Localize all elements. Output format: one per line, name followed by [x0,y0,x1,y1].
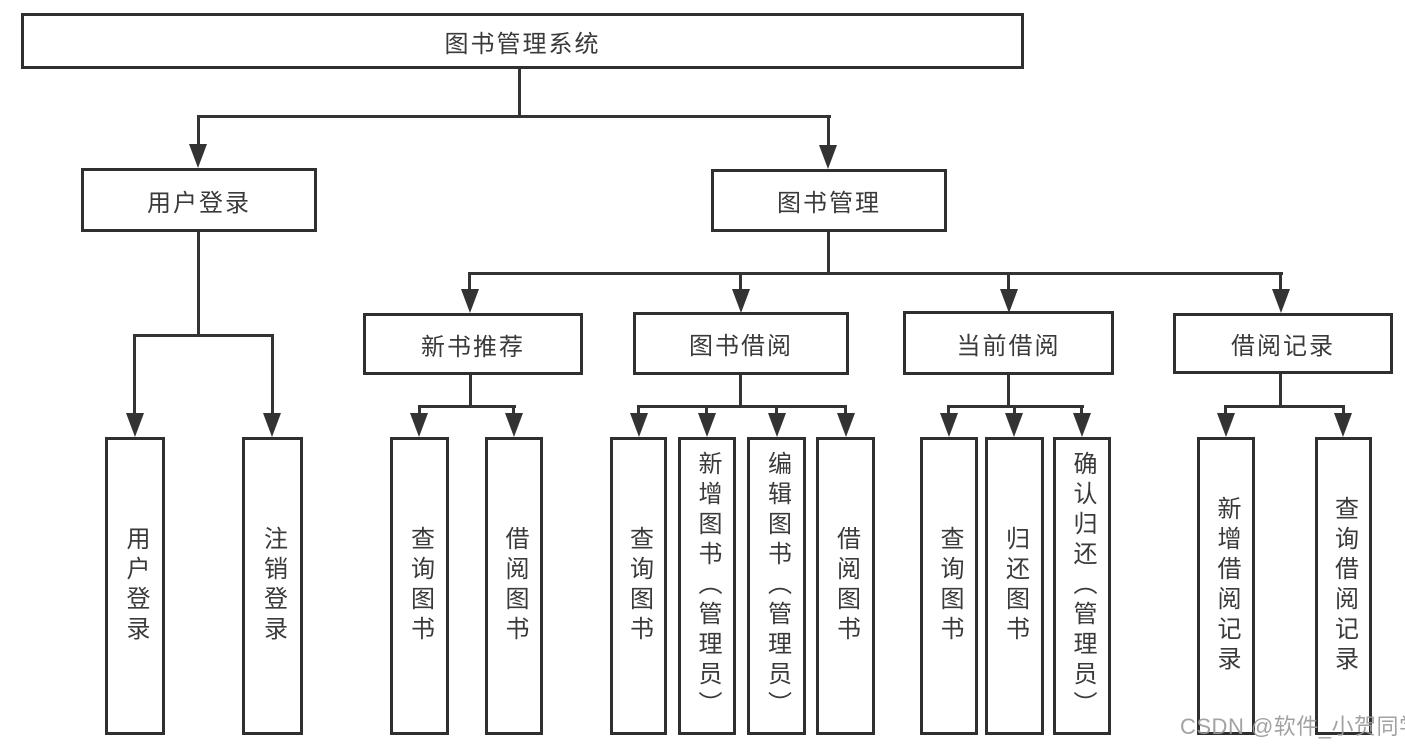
connector-line [1279,272,1282,292]
connector-line [1279,374,1282,407]
arrowhead-icon [1073,413,1091,437]
connector-line [947,405,950,416]
node-root: 图书管理系统 [21,13,1024,69]
connector-line [468,272,471,292]
csdn-watermark: CSDN @软件_小贺同学 [1180,714,1405,739]
leaf-label: 借阅图书 [501,526,528,646]
arrowhead-icon [505,413,523,437]
connector-line [469,272,1283,275]
arrowhead-icon [837,413,855,437]
connector-line [512,405,515,416]
node-book-mgmt: 图书管理 [711,169,947,232]
arrowhead-icon [410,413,428,437]
connector-line [637,405,640,416]
connector-line [844,405,847,416]
leaf-label: 查询图书 [625,526,653,646]
leaf-user-login: 用户登录 [105,437,165,735]
connector-line [197,232,200,336]
connector-line [1007,375,1010,407]
connector-line [637,405,847,408]
leaf-label: 用户登录 [122,526,149,646]
leaf-edit-books-admin: 编辑图书（管理员） [747,437,806,735]
leaf-return-books: 归还图书 [985,437,1044,735]
leaf-query-books-borrow: 查询图书 [610,437,667,735]
leaf-label: 注销登录 [259,526,287,646]
arrowhead-icon [461,289,479,313]
leaf-borrow-books: 借阅图书 [816,437,875,735]
leaf-label: 查询图书 [936,526,963,646]
leaf-label: 新增借阅记录 [1213,496,1240,676]
connector-line [271,334,274,418]
arrowhead-icon [1217,413,1235,437]
leaf-label: 借阅图书 [832,526,860,646]
arrowhead-icon [819,145,837,169]
arrowhead-icon [263,413,281,437]
node-borrow-records: 借阅记录 [1173,313,1393,374]
node-new-book-rec: 新书推荐 [363,313,583,375]
leaf-borrow-books-rec: 借阅图书 [485,437,543,735]
arrowhead-icon [1005,413,1023,437]
connector-line [1224,405,1227,416]
arrowhead-icon [630,413,648,437]
leaf-add-books-admin: 新增图书（管理员） [678,437,736,735]
connector-line [739,375,742,407]
leaf-label: 确认归还（管理员） [1069,451,1096,721]
arrowhead-icon [189,144,207,168]
arrowhead-icon [768,413,786,437]
leaf-label: 新增图书（管理员） [694,451,721,721]
leaf-query-books-current: 查询图书 [920,437,978,735]
connector-line [1342,405,1345,416]
connector-line [197,115,831,118]
leaf-label: 查询图书 [406,526,434,646]
connector-line [775,405,778,416]
connector-line [1080,405,1083,416]
connector-line [739,272,742,292]
node-user-login: 用户登录 [81,168,317,232]
leaf-label: 归还图书 [1001,526,1029,646]
connector-line [469,375,472,407]
connector-line [705,405,708,416]
arrowhead-icon [940,413,958,437]
arrowhead-icon [126,413,144,437]
leaf-query-books-rec: 查询图书 [390,437,449,735]
leaf-confirm-return-admin: 确认归还（管理员） [1053,437,1111,735]
node-book-borrow: 图书借阅 [633,312,849,375]
leaf-label: 编辑图书（管理员） [763,451,791,721]
leaf-add-borrow-record: 新增借阅记录 [1197,437,1255,735]
arrowhead-icon [732,289,750,313]
leaf-logout: 注销登录 [242,437,303,735]
arrowhead-icon [1334,413,1352,437]
arrowhead-icon [698,413,716,437]
connector-line [418,405,421,416]
connector-line [827,115,830,147]
connector-line [1007,272,1010,292]
leaf-label: 查询借阅记录 [1330,496,1358,676]
connector-line [133,334,136,418]
connector-line [133,334,274,337]
connector-line [418,405,516,408]
arrowhead-icon [1000,289,1018,313]
node-current-borrow: 当前借阅 [903,311,1114,375]
connector-line [197,115,200,147]
leaf-query-borrow-record: 查询借阅记录 [1315,437,1372,735]
connector-line [1224,405,1345,408]
connector-line [518,69,521,118]
connector-line [827,232,830,274]
arrowhead-icon [1272,289,1290,313]
connector-line [1013,405,1016,416]
